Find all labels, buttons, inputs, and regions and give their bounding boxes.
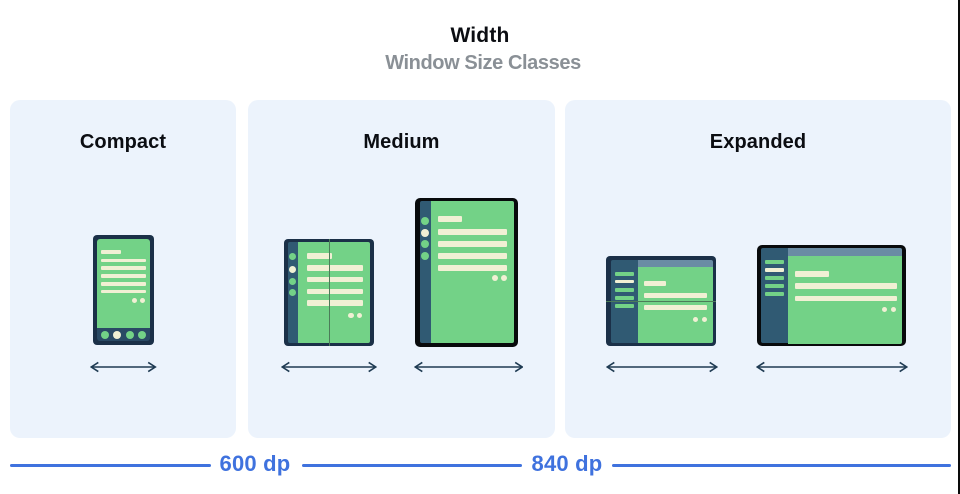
width-arrow-icon — [413, 361, 523, 373]
rail-dot — [420, 240, 429, 249]
page-title: Width — [450, 24, 510, 47]
content-line — [101, 274, 146, 278]
rail-dot — [420, 251, 429, 260]
content-line — [101, 289, 146, 294]
content-dot — [356, 312, 363, 319]
app-topbar — [787, 248, 902, 256]
content-dot — [882, 307, 888, 313]
screenshot-right-edge-line — [957, 0, 960, 494]
panel-expanded-label: Expanded — [709, 131, 807, 153]
fold-line — [328, 239, 330, 346]
content-dot — [701, 317, 707, 323]
width-arrow-icon — [90, 361, 157, 373]
rail-line — [614, 296, 634, 300]
navbar-dot — [101, 330, 110, 339]
page-subtitle: Window Size Classes — [385, 52, 581, 74]
foldable-screen — [637, 266, 713, 343]
content-line — [306, 253, 333, 259]
content-line — [438, 252, 507, 259]
nav-rail — [761, 248, 788, 344]
content-line — [101, 250, 121, 255]
rail-line — [765, 267, 785, 272]
rail-line — [614, 279, 634, 284]
content-dot — [692, 317, 698, 323]
rail-dot — [420, 228, 429, 237]
content-line — [306, 276, 363, 283]
tablet-screen — [430, 201, 514, 343]
content-line — [306, 288, 363, 294]
content-line — [101, 281, 146, 286]
desktop-landscape-illustration — [757, 245, 906, 346]
content-dot — [890, 307, 896, 313]
content-line — [794, 271, 830, 277]
ruler-label-600dp: 600 dp — [219, 451, 291, 476]
app-topbar — [637, 260, 713, 267]
content-dot — [500, 275, 507, 282]
ruler-line-segment — [10, 463, 211, 467]
rail-dot — [288, 277, 296, 285]
content-line — [438, 240, 507, 247]
content-line — [438, 265, 507, 272]
panel-medium-label: Medium — [363, 131, 440, 153]
content-line — [306, 300, 363, 306]
content-line — [438, 216, 463, 223]
rail-line — [614, 271, 634, 276]
foldable-screen — [297, 241, 370, 343]
rail-dot — [288, 253, 296, 261]
content-dot — [139, 297, 145, 303]
navbar-dot — [113, 330, 122, 339]
desktop-screen — [787, 256, 902, 344]
content-dot — [491, 275, 498, 282]
ruler-label-840dp: 840 dp — [531, 451, 603, 476]
phone-illustration — [93, 235, 154, 345]
content-line — [644, 292, 707, 298]
content-dot — [132, 297, 138, 303]
phone-screen — [97, 238, 150, 329]
rail-dot — [288, 288, 296, 296]
rail-line — [765, 275, 785, 280]
fold-line — [606, 300, 716, 302]
panel-compact-label: Compact — [79, 131, 167, 153]
content-line — [644, 304, 707, 310]
content-line — [438, 228, 507, 235]
width-arrow-icon — [605, 361, 718, 373]
content-line — [101, 258, 146, 263]
ruler-line-segment — [612, 463, 951, 467]
width-arrow-icon — [756, 361, 908, 373]
foldable-open-illustration — [284, 239, 374, 346]
content-line — [306, 265, 363, 271]
width-arrow-icon — [281, 361, 377, 373]
rail-line — [614, 304, 634, 309]
foldable-landscape-illustration — [606, 256, 716, 346]
phone-navbar — [97, 328, 150, 341]
content-line — [794, 295, 898, 302]
tablet-portrait-illustration — [415, 198, 518, 347]
navbar-dot — [137, 330, 146, 339]
rail-line — [765, 283, 785, 288]
rail-dot — [288, 265, 296, 273]
content-line — [101, 266, 146, 271]
content-line — [794, 283, 898, 289]
content-dot — [348, 312, 354, 319]
nav-rail — [419, 201, 431, 343]
rail-dot — [420, 216, 429, 225]
content-line — [644, 280, 667, 286]
rail-line — [765, 291, 785, 296]
navbar-dot — [125, 330, 134, 339]
rail-line — [765, 259, 785, 264]
ruler-line-segment — [302, 463, 522, 467]
rail-line — [614, 287, 634, 292]
nav-rail — [288, 241, 298, 343]
